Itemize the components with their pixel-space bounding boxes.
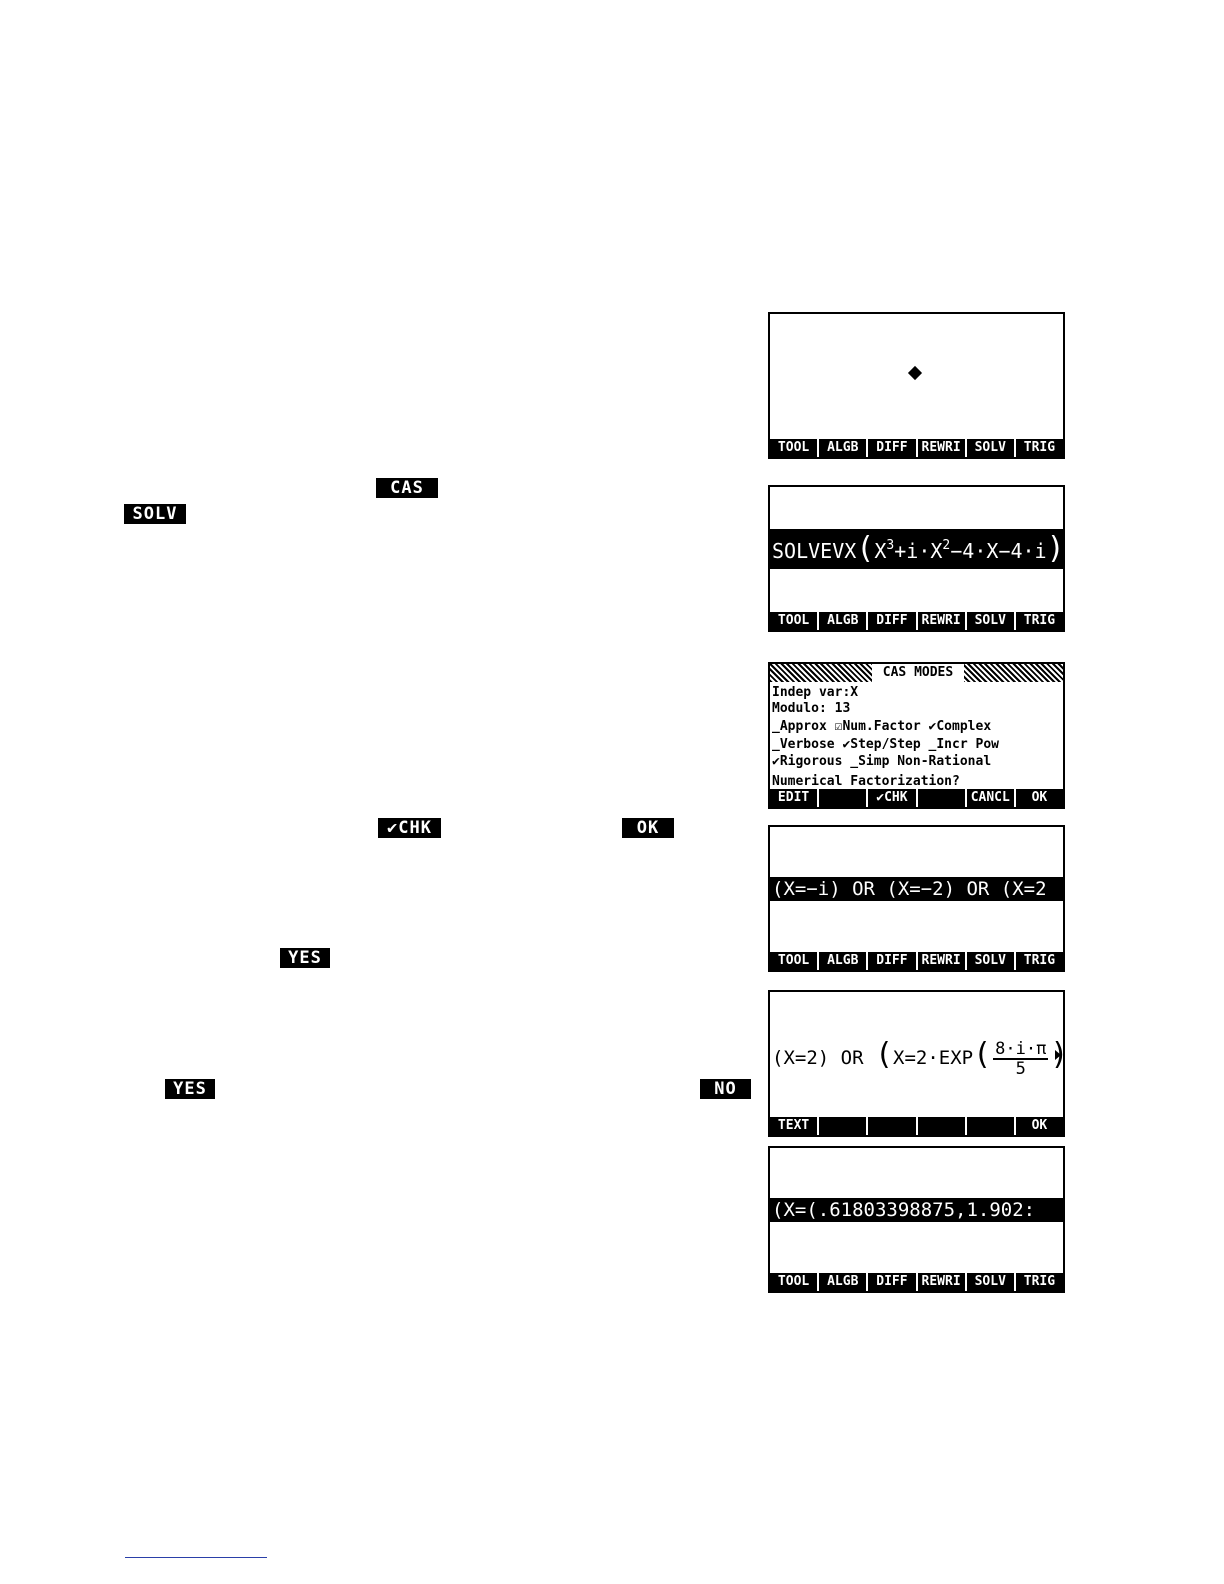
menu-key-blank <box>918 1117 967 1135</box>
scroll-right-arrow-icon <box>1055 1050 1061 1060</box>
menu-key-tool[interactable]: TOOL <box>770 612 820 630</box>
right-paren: ) <box>1046 531 1063 566</box>
menu-key-algb[interactable]: ALGB <box>819 612 869 630</box>
menu-key-tool[interactable]: TOOL <box>770 1273 820 1291</box>
exp-term: X=2·EXP <box>893 1047 974 1069</box>
menu-key-solv[interactable]: SOLV <box>967 1273 1016 1291</box>
ok-key-label: OK <box>622 818 674 838</box>
solv-key-label: SOLV <box>124 504 186 524</box>
menu-key-algb[interactable]: ALGB <box>819 439 869 457</box>
exponent-2: 2 <box>942 538 951 553</box>
menu-key-edit[interactable]: EDIT <box>770 789 820 807</box>
help-prompt: Numerical Factorization? <box>772 774 960 789</box>
calc-screen-cas-modes: CAS MODES Indep var:X Modulo: 13 _Approx… <box>768 662 1065 809</box>
soft-menu: TOOL ALGB DIFF REWRI SOLV TRIG <box>770 612 1063 630</box>
term-2: +i·X <box>894 539 943 563</box>
menu-key-algb[interactable]: ALGB <box>819 1273 869 1291</box>
menu-key-trig[interactable]: TRIG <box>1023 440 1056 455</box>
fraction-denominator: 5 <box>1015 1058 1026 1079</box>
left-paren: ( <box>856 531 875 566</box>
highlighted-result: (X=(.61803398875,1.902: <box>770 1198 1063 1222</box>
yes-key-label: YES <box>280 948 330 968</box>
highlighted-result: (X=−i) OR (X=−2) OR (X=2 <box>770 877 1063 901</box>
calc-screen-numeric-result: (X=(.61803398875,1.902: TOOL ALGB DIFF R… <box>768 1146 1065 1293</box>
menu-key-tool[interactable]: TOOL <box>770 439 820 457</box>
calc-screen-equation-writer: TOOL ALGB DIFF REWRI SOLV TRIG <box>768 312 1065 459</box>
menu-key-blank <box>819 789 869 807</box>
mode-checkboxes-row-2[interactable]: _Verbose ✔Step/Step _Incr Pow <box>772 737 999 752</box>
fraction-numerator: 8·i·π <box>993 1038 1049 1060</box>
menu-key-solv[interactable]: SOLV <box>967 612 1016 630</box>
cas-modes-title: CAS MODES <box>872 664 964 682</box>
soft-menu: TEXT OK <box>770 1117 1063 1135</box>
calc-screen-result-list: (X=−i) OR (X=−2) OR (X=2 TOOL ALGB DIFF … <box>768 825 1065 972</box>
menu-key-rewri[interactable]: REWRI <box>918 1273 967 1291</box>
menu-key-diff[interactable]: DIFF <box>868 439 918 457</box>
menu-key-solv[interactable]: SOLV <box>967 952 1016 970</box>
menu-key-trig[interactable]: TRIG <box>1023 1274 1056 1289</box>
menu-key-blank <box>868 1117 918 1135</box>
menu-key-blank <box>819 1117 869 1135</box>
menu-key-trig[interactable]: TRIG <box>1023 613 1056 628</box>
menu-key-tool[interactable]: TOOL <box>770 952 820 970</box>
menu-key-rewri[interactable]: REWRI <box>918 952 967 970</box>
menu-key-cancel[interactable]: CANCL <box>967 789 1016 807</box>
exponent-1: 3 <box>886 538 895 553</box>
mode-checkboxes-row-1[interactable]: _Approx ☑Num.Factor ✔Complex <box>772 719 992 734</box>
cas-modes-title-bar: CAS MODES <box>770 664 1063 682</box>
menu-key-text[interactable]: TEXT <box>770 1117 820 1135</box>
footnote-link-underline[interactable] <box>125 1557 267 1558</box>
left-paren: ( <box>874 1037 894 1072</box>
menu-key-ok[interactable]: OK <box>1031 1118 1048 1133</box>
menu-key-blank <box>967 1117 1016 1135</box>
indep-var-field[interactable]: Indep var:X <box>772 685 859 700</box>
soft-menu: EDIT ✔CHK CANCL OK <box>770 789 1063 807</box>
soft-menu: TOOL ALGB DIFF REWRI SOLV TRIG <box>770 439 1063 457</box>
inner-left-paren: ( <box>973 1037 992 1072</box>
menu-key-diff[interactable]: DIFF <box>868 952 918 970</box>
menu-key-solv[interactable]: SOLV <box>967 439 1016 457</box>
highlighted-expression: SOLVEVX(X3+i·X2−4·X−4·i) <box>770 529 1063 569</box>
menu-key-chk[interactable]: ✔CHK <box>868 789 918 807</box>
no-key-label: NO <box>700 1079 751 1099</box>
menu-key-diff[interactable]: DIFF <box>868 1273 918 1291</box>
function-name: SOLVEVX <box>772 539 857 563</box>
term-3: −4·X−4·i <box>950 539 1047 563</box>
menu-key-rewri[interactable]: REWRI <box>918 439 967 457</box>
term-1: X <box>874 539 887 563</box>
yes-key-label-2: YES <box>165 1079 215 1099</box>
menu-key-blank <box>918 789 967 807</box>
soft-menu: TOOL ALGB DIFF REWRI SOLV TRIG <box>770 952 1063 970</box>
calc-screen-solvevx: SOLVEVX(X3+i·X2−4·X−4·i) TOOL ALGB DIFF … <box>768 485 1065 632</box>
soft-menu: TOOL ALGB DIFF REWRI SOLV TRIG <box>770 1273 1063 1291</box>
menu-key-ok[interactable]: OK <box>1031 790 1048 805</box>
chk-key-label: ✔CHK <box>378 818 441 838</box>
calc-screen-exp-form: (X=2) OR (X=2·EXP(8·i·π5)) TEXT OK <box>768 990 1065 1137</box>
menu-key-rewri[interactable]: REWRI <box>918 612 967 630</box>
menu-key-trig[interactable]: TRIG <box>1023 953 1056 968</box>
cas-key-label: CAS <box>376 478 438 498</box>
menu-key-algb[interactable]: ALGB <box>819 952 869 970</box>
modulo-field[interactable]: Modulo: 13 <box>772 701 851 716</box>
left-solution: (X=2) OR <box>772 1047 864 1069</box>
exp-expression: (X=2) OR (X=2·EXP(8·i·π5)) <box>770 1030 1063 1080</box>
mode-checkboxes-row-3[interactable]: ✔Rigorous _Simp Non-Rational <box>772 754 992 769</box>
menu-key-diff[interactable]: DIFF <box>868 612 918 630</box>
cursor-diamond-icon <box>907 365 923 381</box>
